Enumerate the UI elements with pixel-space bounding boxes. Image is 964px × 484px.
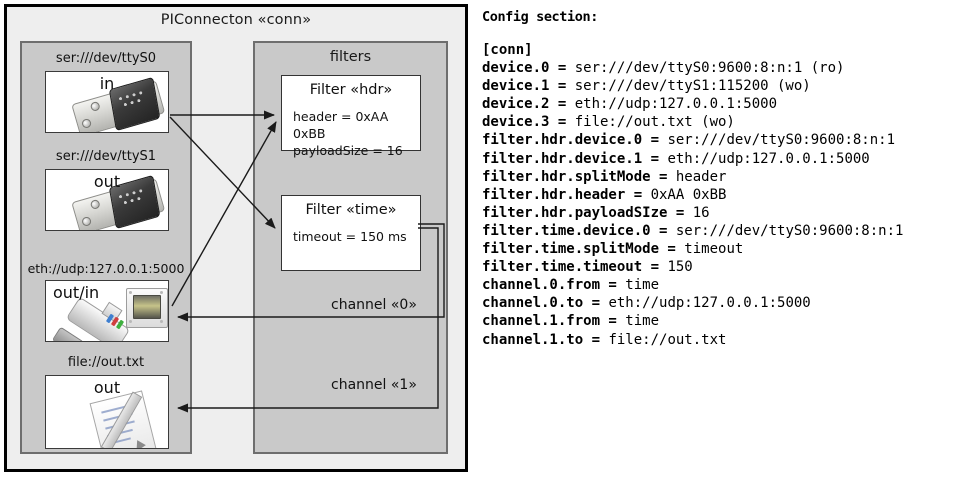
config-lines: [conn]device.0 = ser:///dev/ttyS0:9600:8…	[482, 41, 903, 349]
config-line: filter.hdr.device.1 = eth://udp:127.0.0.…	[482, 150, 903, 168]
config-line-key: filter.time.splitMode =	[482, 241, 685, 258]
device-direction-file: out	[93, 378, 121, 397]
config-line-value: ser:///dev/ttyS0:9600:8:n:1	[667, 132, 896, 149]
device-box-ttys0[interactable]: in	[45, 71, 169, 133]
config-line: filter.time.splitMode = timeout	[482, 240, 903, 258]
filter-props-time: timeout = 150 ms	[293, 228, 407, 245]
config-line-key: filter.hdr.splitMode =	[482, 168, 676, 185]
config-line-key: filter.time.device.0 =	[482, 222, 676, 239]
channel-label-0: channel «0»	[331, 297, 417, 313]
config-line-value: 0xAA 0xBB	[650, 186, 727, 203]
channel-label-1: channel «1»	[331, 377, 417, 393]
config-line-key: channel.0.from =	[482, 277, 626, 294]
config-line-value: eth://udp:127.0.0.1:5000	[574, 96, 778, 113]
config-line: filter.hdr.header = 0xAA 0xBB	[482, 186, 903, 204]
config-line-key: device.2 =	[482, 96, 575, 113]
config-line: channel.1.from = time	[482, 312, 903, 330]
config-line: filter.time.device.0 = ser:///dev/ttyS0:…	[482, 222, 903, 240]
device-label-ttys0: ser:///dev/ttyS0	[55, 51, 157, 66]
config-line: channel.1.to = file://out.txt	[482, 331, 903, 349]
config-line: device.2 = eth://udp:127.0.0.1:5000	[482, 95, 903, 113]
config-line: filter.hdr.device.0 = ser:///dev/ttyS0:9…	[482, 131, 903, 149]
config-line-value: eth://udp:127.0.0.1:5000	[667, 150, 870, 167]
config-line-key: channel.0.to =	[482, 295, 609, 312]
device-label-ttys1: ser:///dev/ttyS1	[55, 149, 157, 164]
config-line: [conn]	[482, 41, 903, 59]
config-line-key: filter.hdr.device.0 =	[482, 132, 668, 149]
config-line-value: eth://udp:127.0.0.1:5000	[608, 295, 811, 312]
config-line: device.0 = ser:///dev/ttyS0:9600:8:n:1 (…	[482, 59, 903, 77]
config-line-value: file://out.txt (wo)	[574, 114, 735, 131]
config-line-value: ser:///dev/ttyS0:9600:8:n:1	[675, 222, 904, 239]
device-box-eth[interactable]: out/in	[45, 280, 169, 342]
config-line-key: filter.hdr.payloadSIze =	[482, 204, 693, 221]
config-line-key: device.1 =	[482, 78, 575, 95]
filter-prop: timeout = 150 ms	[293, 229, 407, 244]
filter-box-time[interactable]: Filter «time» timeout = 150 ms	[281, 195, 421, 271]
config-line-value: time	[625, 313, 660, 330]
config-line-key: device.3 =	[482, 114, 575, 131]
devices-panel: ser:///dev/ttyS0 in ser:///dev/ttyS1	[20, 41, 192, 454]
config-line-value: header	[675, 168, 727, 185]
config-line-key: [conn]	[482, 42, 533, 58]
config-section: Config section: [conn]device.0 = ser:///…	[482, 0, 964, 484]
device-box-file[interactable]: out	[45, 375, 169, 449]
connection-diagram: PIConnecton «conn» ser:///dev/ttyS0 in s…	[4, 4, 468, 472]
config-line-value: ser:///dev/ttyS0:9600:8:n:1 (ro)	[574, 60, 845, 77]
config-line-key: channel.1.to =	[482, 331, 609, 348]
config-line: channel.0.to = eth://udp:127.0.0.1:5000	[482, 294, 903, 312]
config-line: filter.hdr.splitMode = header	[482, 168, 903, 186]
config-line-value: ser:///dev/ttyS1:115200 (wo)	[574, 78, 811, 95]
config-line-key: filter.hdr.device.1 =	[482, 150, 668, 167]
ethernet-icon	[46, 281, 168, 341]
component-title: PIConnecton «conn»	[160, 12, 312, 28]
device-box-ttys1[interactable]: out	[45, 169, 169, 231]
filter-prop: header = 0xAA 0xBB	[293, 109, 389, 141]
device-label-eth: eth://udp:127.0.0.1:5000	[27, 261, 185, 276]
config-line-key: channel.1.from =	[482, 313, 626, 330]
config-line-value: file://out.txt	[608, 331, 727, 348]
filters-panel: filters Filter «hdr» header = 0xAA 0xBB …	[253, 41, 448, 454]
config-line-key: filter.time.timeout =	[482, 259, 668, 276]
config-line: device.1 = ser:///dev/ttyS1:115200 (wo)	[482, 77, 903, 95]
config-line: filter.hdr.payloadSIze = 16	[482, 204, 903, 222]
config-line-key: device.0 =	[482, 60, 575, 77]
device-label-file: file://out.txt	[67, 355, 145, 370]
filters-panel-title: filters	[329, 49, 372, 65]
config-line: filter.time.timeout = 150	[482, 258, 903, 276]
device-direction-eth: out/in	[53, 283, 100, 302]
config-line: channel.0.from = time	[482, 276, 903, 294]
config-line: device.3 = file://out.txt (wo)	[482, 113, 903, 131]
device-direction-ttys0: in	[99, 74, 115, 93]
config-line-value: 16	[692, 204, 710, 221]
config-line-value: timeout	[684, 241, 744, 258]
filter-prop: payloadSize = 16	[293, 143, 403, 158]
device-direction-ttys1: out	[93, 172, 121, 191]
config-line-value: time	[625, 277, 660, 294]
config-line-key: filter.hdr.header =	[482, 186, 651, 203]
filter-title-hdr: Filter «hdr»	[309, 82, 393, 98]
filter-props-hdr: header = 0xAA 0xBB payloadSize = 16	[293, 108, 420, 159]
config-line-value: 150	[667, 259, 693, 276]
filter-box-hdr[interactable]: Filter «hdr» header = 0xAA 0xBB payloadS…	[281, 75, 421, 158]
filter-title-time: Filter «time»	[305, 202, 397, 218]
config-heading: Config section:	[482, 9, 598, 25]
